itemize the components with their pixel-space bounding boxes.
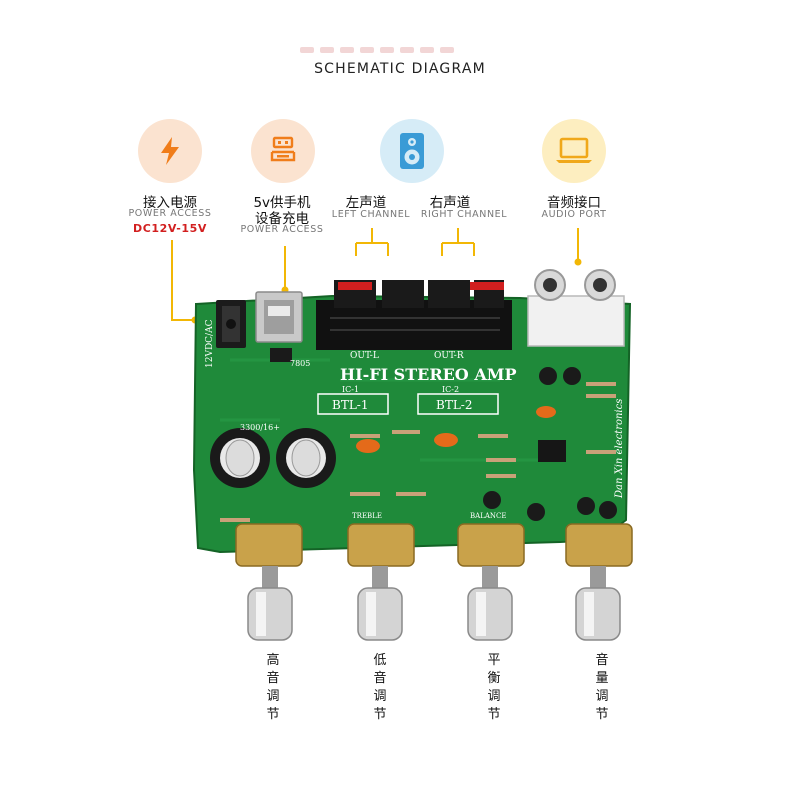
btl1-box <box>317 393 389 415</box>
btl2-box <box>417 393 499 415</box>
right-channel-label-cn: 右声道 <box>429 195 471 211</box>
board-title-text: HI-FI STEREO AMP <box>340 365 516 384</box>
usb-port <box>255 291 303 343</box>
usb-label-cn-line1: 5v供手机 <box>253 195 311 211</box>
speaker-icon-circle <box>380 119 444 183</box>
balance-text: BALANCE <box>470 512 507 520</box>
brand-text: Dan Xin electronics <box>614 399 625 499</box>
ceramic-capacitors <box>356 406 556 453</box>
usb-icon <box>270 136 296 162</box>
potentiometers <box>235 523 633 567</box>
audio-port-label-cn: 音频接口 <box>547 195 601 211</box>
power-label-en: POWER ACCESS <box>128 208 212 219</box>
volume-knob-label: 音量调节 <box>595 653 609 722</box>
bass-knob-label: 低音调节 <box>373 653 387 722</box>
resistors <box>220 382 616 522</box>
usb-label-cn-line2: 设备充电 <box>255 211 309 227</box>
page-title: SCHEMATIC DIAGRAM <box>314 61 486 77</box>
left-channel-pointer <box>355 228 389 256</box>
out-r-text: OUT-R <box>434 351 464 361</box>
btl1-text: BTL-1 <box>332 398 368 412</box>
cap-spec-text: 3300/16+ <box>240 423 280 432</box>
knob-caps <box>247 587 621 641</box>
treble-text: TREBLE <box>352 512 382 520</box>
left-channel-label-cn: 左声道 <box>345 195 387 211</box>
faint-header-marks <box>300 38 510 53</box>
power-icon-circle <box>138 119 202 183</box>
power-label-cn: 接入电源 <box>143 195 197 211</box>
usb-label-en: POWER ACCESS <box>240 224 324 235</box>
laptop-icon <box>556 137 592 163</box>
small-capacitors <box>483 367 617 521</box>
laptop-icon-circle <box>542 119 606 183</box>
btl2-text: BTL-2 <box>436 398 472 412</box>
out-l-text: OUT-L <box>350 351 379 361</box>
balance-knob-label: 平衡调节 <box>487 653 501 722</box>
knob-shafts <box>262 566 606 588</box>
power-pointer-line <box>171 240 195 321</box>
rca-jacks <box>527 269 625 347</box>
power-jack-text: 12VDC/AC <box>205 319 215 368</box>
filter-capacitors <box>210 428 336 488</box>
treble-knob-label: 高音调节 <box>266 653 280 722</box>
speaker-icon <box>400 133 424 169</box>
left-channel-label-en: LEFT CHANNEL <box>331 209 411 220</box>
power-jack <box>216 300 246 348</box>
usb-icon-circle <box>251 119 315 183</box>
right-channel-label-en: RIGHT CHANNEL <box>420 209 508 220</box>
ic2-text: IC-2 <box>442 385 459 394</box>
speaker-terminal-block <box>316 280 512 350</box>
ic1-text: IC-1 <box>342 385 359 394</box>
power-spec-label: DC12V-15V <box>132 222 207 235</box>
right-channel-pointer <box>441 228 475 256</box>
lightning-icon <box>161 137 179 165</box>
regulator-text: 7805 <box>290 359 310 368</box>
audio-port-label-en: AUDIO PORT <box>541 209 607 220</box>
regulator-7805 <box>270 348 292 362</box>
ic-chip <box>538 440 566 462</box>
